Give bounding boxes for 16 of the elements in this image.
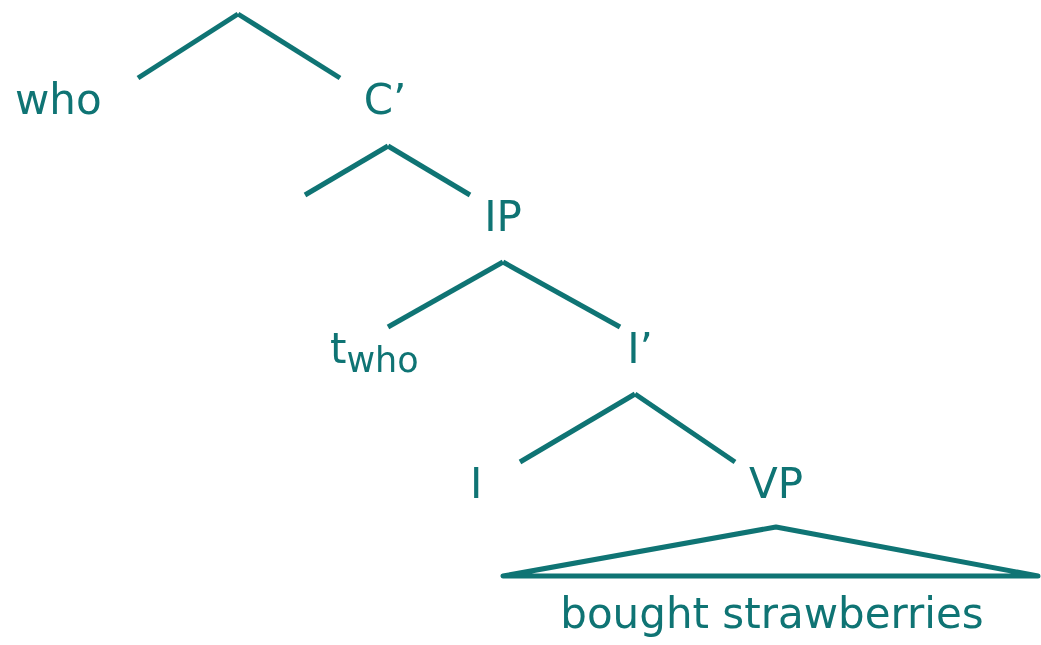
node-label: C’ (363, 78, 407, 122)
tree-branch (136, 11, 240, 81)
node-label: bought strawberries (560, 592, 984, 636)
tree-branch (501, 259, 622, 330)
tree-branch (303, 143, 390, 198)
node-label: who (15, 78, 102, 122)
node-label: VP (748, 462, 804, 506)
tree-branch (236, 11, 342, 81)
node-label: IP (484, 195, 522, 239)
tree-branch (633, 391, 737, 465)
tree-branch (518, 391, 637, 465)
node-label: I (470, 462, 483, 506)
node-label: t$_{who}$ (330, 327, 419, 383)
tree-branch (386, 259, 505, 330)
node-label: I’ (627, 327, 653, 371)
tree-branch (386, 143, 472, 198)
